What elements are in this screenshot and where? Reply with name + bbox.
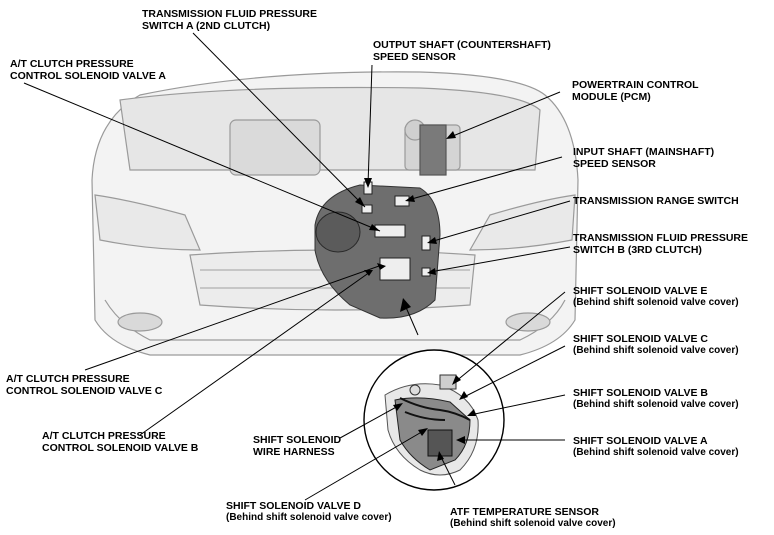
leader-arrowheads — [355, 131, 476, 461]
label-line-2: (Behind shift solenoid valve cover) — [573, 345, 739, 356]
label-line-1: SHIFT SOLENOID — [253, 434, 342, 446]
label-input-shaft: INPUT SHAFT (MAINSHAFT) SPEED SENSOR — [573, 146, 714, 170]
label-line-2: (Behind shift solenoid valve cover) — [573, 399, 739, 410]
label-shift-b: SHIFT SOLENOID VALVE B (Behind shift sol… — [573, 387, 739, 411]
label-line-2: MODULE (PCM) — [572, 91, 651, 103]
label-line-1: A/T CLUTCH PRESSURE — [10, 58, 134, 70]
label-line-2: (Behind shift solenoid valve cover) — [573, 447, 739, 458]
label-line-2: WIRE HARNESS — [253, 446, 335, 458]
label-line-2: CONTROL SOLENOID VALVE A — [10, 70, 166, 82]
label-line-1: SHIFT SOLENOID VALVE D — [226, 500, 361, 512]
label-line-1: SHIFT SOLENOID VALVE C — [573, 333, 708, 345]
label-wire-harness: SHIFT SOLENOID WIRE HARNESS — [253, 434, 341, 458]
label-line-2: SPEED SENSOR — [573, 158, 656, 170]
label-atf-temp: ATF TEMPERATURE SENSOR (Behind shift sol… — [450, 506, 616, 530]
label-at-clutch-a: A/T CLUTCH PRESSURE CONTROL SOLENOID VAL… — [10, 58, 166, 82]
label-line-1: A/T CLUTCH PRESSURE — [42, 430, 166, 442]
label-shift-e: SHIFT SOLENOID VALVE E (Behind shift sol… — [573, 285, 739, 309]
label-line-2: SWITCH B (3RD CLUTCH) — [573, 244, 702, 256]
label-line-2: CONTROL SOLENOID VALVE B — [42, 442, 199, 454]
label-line-2: SWITCH A (2ND CLUTCH) — [142, 20, 271, 32]
transmission-assembly — [314, 181, 441, 319]
label-shift-a: SHIFT SOLENOID VALVE A (Behind shift sol… — [573, 435, 739, 459]
label-line-2: (Behind shift solenoid valve cover) — [226, 512, 392, 523]
label-shift-c: SHIFT SOLENOID VALVE C (Behind shift sol… — [573, 333, 739, 357]
label-shift-d: SHIFT SOLENOID VALVE D (Behind shift sol… — [226, 500, 392, 524]
label-line-2: (Behind shift solenoid valve cover) — [450, 518, 616, 529]
label-line-1: TRANSMISSION RANGE SWITCH — [573, 195, 739, 207]
label-line-1: SHIFT SOLENOID VALVE A — [573, 435, 708, 447]
label-line-1: INPUT SHAFT (MAINSHAFT) — [573, 146, 715, 158]
label-line-1: ATF TEMPERATURE SENSOR — [450, 506, 599, 518]
label-tfp-switch-b: TRANSMISSION FLUID PRESSURE SWITCH B (3R… — [573, 232, 748, 256]
label-line-1: TRANSMISSION FLUID PRESSURE — [142, 8, 318, 20]
label-tfp-switch-a: TRANSMISSION FLUID PRESSURE SWITCH A (2N… — [142, 8, 317, 32]
detail-inset — [363, 349, 505, 491]
label-line-1: TRANSMISSION FLUID PRESSURE — [573, 232, 749, 244]
label-line-2: CONTROL SOLENOID VALVE C — [6, 385, 163, 397]
label-range-switch: TRANSMISSION RANGE SWITCH — [573, 195, 739, 207]
label-line-1: OUTPUT SHAFT (COUNTERSHAFT) — [373, 39, 551, 51]
label-line-2: SPEED SENSOR — [373, 51, 456, 63]
label-at-clutch-c: A/T CLUTCH PRESSURE CONTROL SOLENOID VAL… — [6, 373, 162, 397]
label-line-1: A/T CLUTCH PRESSURE — [6, 373, 130, 385]
label-at-clutch-b: A/T CLUTCH PRESSURE CONTROL SOLENOID VAL… — [42, 430, 198, 454]
label-output-shaft: OUTPUT SHAFT (COUNTERSHAFT) SPEED SENSOR — [373, 39, 551, 63]
label-line-1: SHIFT SOLENOID VALVE E — [573, 285, 708, 297]
label-line-1: SHIFT SOLENOID VALVE B — [573, 387, 708, 399]
leader-lines — [23, 32, 571, 501]
label-pcm: POWERTRAIN CONTROL MODULE (PCM) — [572, 79, 699, 103]
label-line-2: (Behind shift solenoid valve cover) — [573, 297, 739, 308]
label-line-1: POWERTRAIN CONTROL — [572, 79, 699, 91]
